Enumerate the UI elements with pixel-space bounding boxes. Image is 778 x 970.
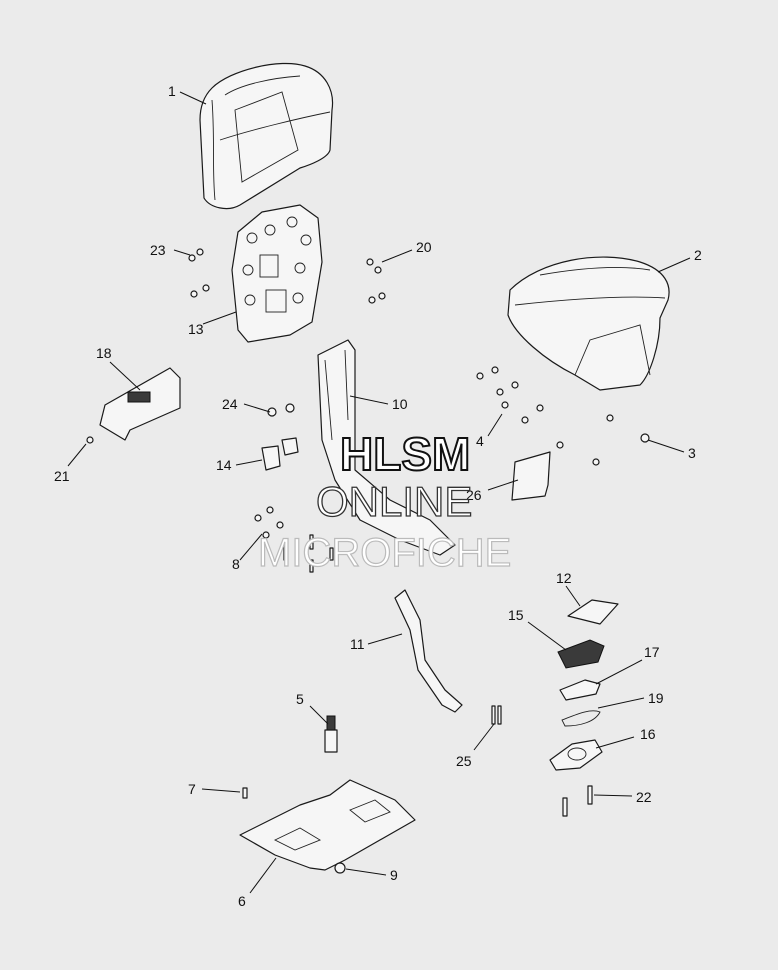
latch-cover [557, 639, 605, 669]
callout-24: 24 [222, 396, 238, 412]
callout-7: 7 [188, 781, 196, 797]
backrest-cushion [199, 62, 334, 210]
callout-3: 3 [688, 445, 696, 461]
callout-14: 14 [216, 457, 232, 473]
support-rod [394, 589, 463, 713]
callout-25: 25 [456, 753, 472, 769]
callout-19: 19 [648, 690, 664, 706]
callout-11: 11 [350, 636, 365, 652]
rubber-mounts [261, 437, 299, 471]
callout-4: 4 [476, 433, 484, 449]
base-plate [239, 779, 416, 871]
watermark: HLSM ONLINE MICROFICHE [257, 427, 512, 576]
callout-13: 13 [188, 321, 204, 337]
callout-1: 1 [168, 83, 176, 99]
latch [559, 679, 601, 701]
callout-5: 5 [296, 691, 304, 707]
pin [324, 715, 338, 753]
callout-17: 17 [644, 644, 660, 660]
seat-post [317, 339, 456, 556]
callout-12: 12 [556, 570, 572, 586]
callout-numbers: 1 2 3 4 5 6 7 8 9 10 11 12 13 14 15 16 1… [54, 83, 702, 909]
callout-10: 10 [392, 396, 408, 412]
watermark-line-2: ONLINE [316, 478, 472, 525]
watermark-line-1: HLSM [340, 428, 470, 480]
callout-21: 21 [54, 468, 70, 484]
callout-2: 2 [694, 247, 702, 263]
callout-18: 18 [96, 345, 112, 361]
callout-6: 6 [238, 893, 246, 909]
leader-lines [67, 91, 691, 894]
callout-23: 23 [150, 242, 166, 258]
seat-cushion [507, 256, 670, 391]
callout-20: 20 [416, 239, 432, 255]
bracket [99, 367, 181, 441]
watermark-line-3: MICROFICHE [258, 531, 511, 575]
callout-26: 26 [466, 487, 482, 503]
callout-15: 15 [508, 607, 524, 623]
spring-pin [561, 710, 601, 727]
backrest-plate [231, 204, 323, 343]
callout-22: 22 [636, 789, 652, 805]
label-sticker [511, 451, 551, 501]
latch-base [549, 739, 603, 771]
fasteners [86, 248, 650, 874]
callout-16: 16 [640, 726, 656, 742]
latch-plate [567, 599, 619, 625]
callout-8: 8 [232, 556, 240, 572]
callout-9: 9 [390, 867, 398, 883]
